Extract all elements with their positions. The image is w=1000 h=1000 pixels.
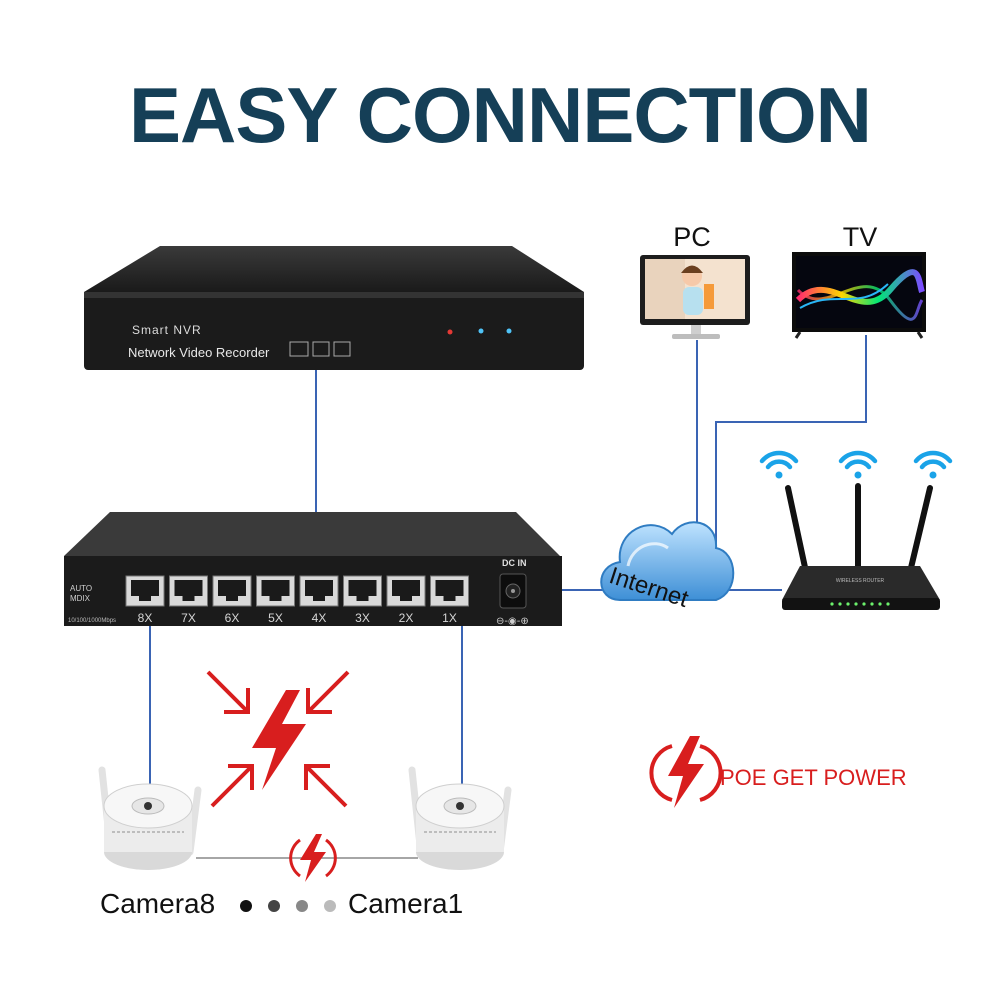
bolt-icon	[252, 690, 306, 790]
switch-auto-label: AUTO	[70, 584, 92, 593]
camera-right-label: Camera1	[348, 888, 463, 919]
wire-tv	[715, 335, 867, 560]
switch-port: 3X	[343, 575, 382, 625]
switch-port-label: 7X	[181, 611, 196, 625]
nvr-icon-smart	[289, 341, 309, 357]
wifi-icon	[913, 450, 953, 479]
nvr-led-hdd	[506, 328, 512, 334]
nvr-led-net	[478, 328, 484, 334]
power-arrows	[206, 670, 350, 808]
switch-mdix-label: MDIX	[70, 594, 91, 603]
switch-port: 4X	[299, 575, 339, 625]
switch-port: 1X	[430, 575, 469, 625]
switch-ports: 8X 7X 6X 5X 4X 3X 2X 1X	[125, 575, 469, 625]
switch-port-label: 3X	[355, 611, 370, 625]
bolt-icon	[289, 834, 337, 882]
switch-port-label: 8X	[138, 611, 153, 625]
poe-label: POE GET POWER	[720, 765, 907, 790]
camera-1	[408, 766, 512, 870]
switch-port: 8X	[125, 575, 165, 625]
nvr-icon-hdd	[333, 341, 351, 357]
nvr-led-power	[447, 329, 453, 335]
camera-left-label: Camera8	[100, 888, 215, 919]
pc-monitor	[640, 255, 750, 339]
arrow-icon	[306, 670, 350, 714]
switch-port-label: 4X	[312, 611, 327, 625]
camera-8	[98, 766, 202, 870]
nvr-name: Network Video Recorder	[128, 345, 270, 360]
tv-label: TV	[843, 222, 878, 252]
switch-port-label: 5X	[268, 611, 283, 625]
nvr-device: Smart NVR Network Video Recorder	[84, 246, 584, 370]
switch-port: 6X	[212, 575, 252, 625]
router-brand: WIRELESS ROUTER	[836, 578, 885, 584]
poe-switch: AUTO MDIX 10/100/1000Mbps DC IN ⊖-◉-⊕ 8X…	[64, 512, 562, 627]
switch-port: 2X	[386, 575, 426, 625]
arrow-icon	[206, 670, 250, 714]
nvr-icon-p2p	[312, 341, 330, 357]
page-title: EASY CONNECTION	[129, 71, 872, 159]
cloud-icon	[600, 521, 735, 601]
switch-port-label: 2X	[399, 611, 414, 625]
switch-port: 7X	[169, 575, 208, 625]
camera-dots	[240, 900, 336, 912]
switch-dc-label: DC IN	[502, 558, 527, 568]
svg-text:⊖-◉-⊕: ⊖-◉-⊕	[496, 616, 529, 627]
arrow-icon	[304, 764, 348, 808]
switch-speed-label: 10/100/1000Mbps	[68, 618, 116, 624]
wires	[149, 335, 867, 859]
router-leds	[830, 602, 890, 606]
router-antenna-left	[785, 485, 809, 575]
wifi-icon	[838, 450, 878, 479]
switch-port-label: 6X	[225, 611, 240, 625]
wifi-icon	[759, 450, 799, 479]
switch-port-label: 1X	[442, 611, 457, 625]
router-antenna-right	[907, 485, 933, 575]
nvr-brand: Smart NVR	[132, 323, 202, 337]
wireless-router: WIRELESS ROUTER	[782, 483, 940, 610]
arrow-icon	[210, 764, 254, 808]
bolt-icon	[649, 736, 723, 808]
pc-label: PC	[673, 222, 711, 252]
tv-screen	[792, 252, 926, 339]
switch-port: 5X	[256, 575, 295, 625]
